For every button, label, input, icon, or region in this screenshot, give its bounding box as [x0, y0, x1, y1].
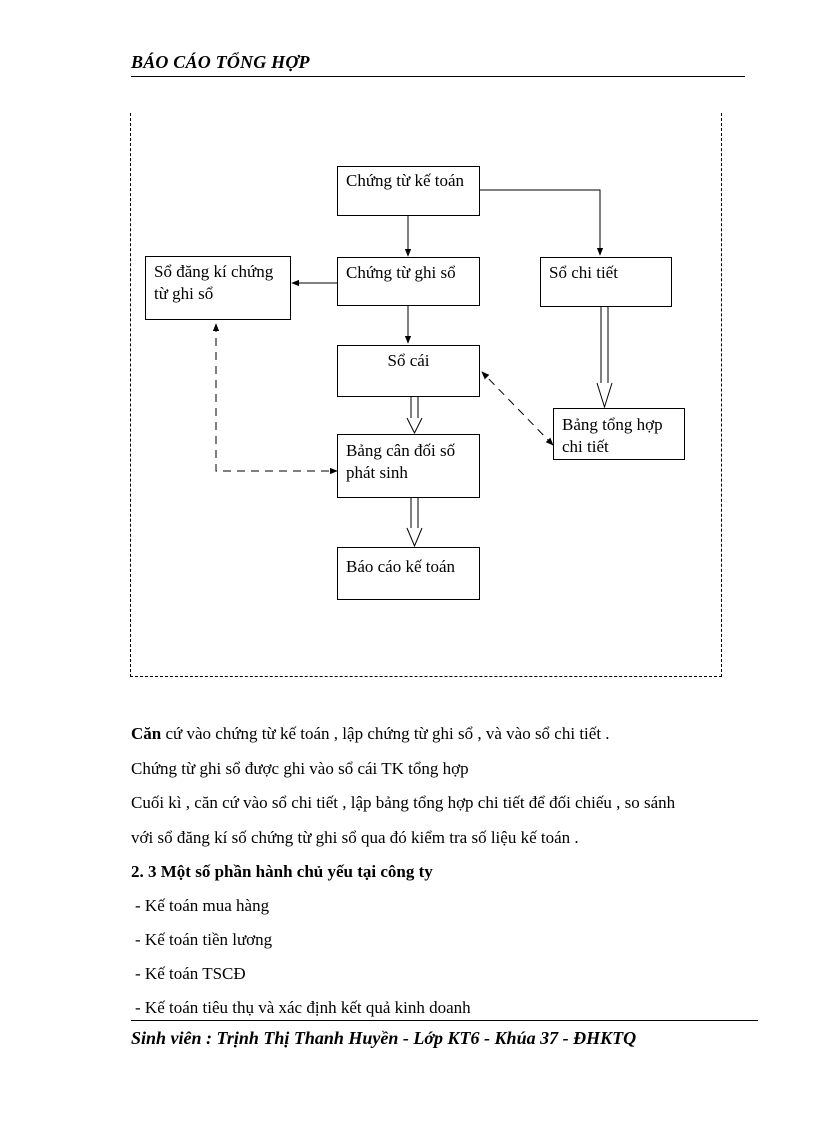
box-bao-cao-ke-toan: Báo cáo kế toán	[337, 547, 480, 600]
box-chung-tu-ghi-so: Chứng từ ghi sổ	[337, 257, 480, 306]
dashed-arrow-bth-socai	[481, 371, 554, 446]
box-label: Bảng tổng hợp chi tiết	[562, 415, 663, 456]
box-label: Sổ đăng kí chứng từ ghi sổ	[154, 262, 274, 303]
box-chung-tu-ke-toan: Chứng từ kế toán	[337, 166, 480, 216]
dashed-arrow-sodangki-bcd	[212, 323, 338, 475]
box-label: Báo cáo kế toán	[346, 557, 456, 576]
paragraph-1-text: cứ vào chứng từ kế toán , lập chứng từ g…	[161, 724, 610, 743]
box-label: Chứng từ ghi sổ	[346, 263, 456, 282]
box-so-dang-ki: Sổ đăng kí chứng từ ghi sổ	[145, 256, 291, 320]
list-item: - Kế toán mua hàng	[135, 896, 270, 915]
box-label: Chứng từ kế toán	[346, 171, 465, 190]
paragraph-1-lead: Căn	[131, 724, 162, 743]
double-arrow-bcd-to-baocao	[406, 498, 423, 548]
arrow-ctkt-to-sct	[480, 189, 604, 256]
section-heading: 2. 3 Một số phần hành chủ yếu tại công t…	[131, 862, 433, 881]
paragraph-3-line-1: Cuối kì , căn cứ vào sổ chi tiết , lập b…	[131, 793, 676, 812]
double-arrow-sct-to-bangtonghop	[596, 307, 613, 409]
list-item: - Kế toán TSCĐ	[135, 964, 246, 983]
page-footer: Sinh viên : Trịnh Thị Thanh Huyền - Lớp …	[131, 1028, 637, 1048]
box-label: Sổ cái	[387, 351, 430, 370]
header-rule	[131, 76, 745, 77]
box-bang-can-doi: Bảng cân đối số phát sinh	[337, 434, 480, 498]
box-label: Bảng cân đối số phát sinh	[346, 441, 456, 482]
list-item: - Kế toán tiền lương	[135, 930, 273, 949]
double-arrow-socai-to-bcd	[406, 397, 423, 435]
box-label: Sổ chi tiết	[549, 263, 618, 282]
paragraph-2: Chứng từ ghi sổ được ghi vào sổ cái TK t…	[131, 759, 469, 778]
diagram-frame	[130, 113, 722, 677]
list-item: - Kế toán tiêu thụ và xác định kết quả k…	[135, 998, 471, 1017]
page-header-title: BÁO CÁO TỔNG HỢP	[131, 52, 310, 72]
box-so-chi-tiet: Sổ chi tiết	[540, 257, 672, 307]
footer-rule	[131, 1020, 758, 1021]
paragraph-1: Căn cứ vào chứng từ kế toán , lập chứng …	[131, 724, 610, 744]
box-so-cai: Sổ cái	[337, 345, 480, 397]
paragraph-3-line-2: với sổ đăng kí số chứng từ ghi sổ qua đó…	[131, 828, 579, 847]
box-bang-tong-hop-chi-tiet: Bảng tổng hợp chi tiết	[553, 408, 685, 460]
